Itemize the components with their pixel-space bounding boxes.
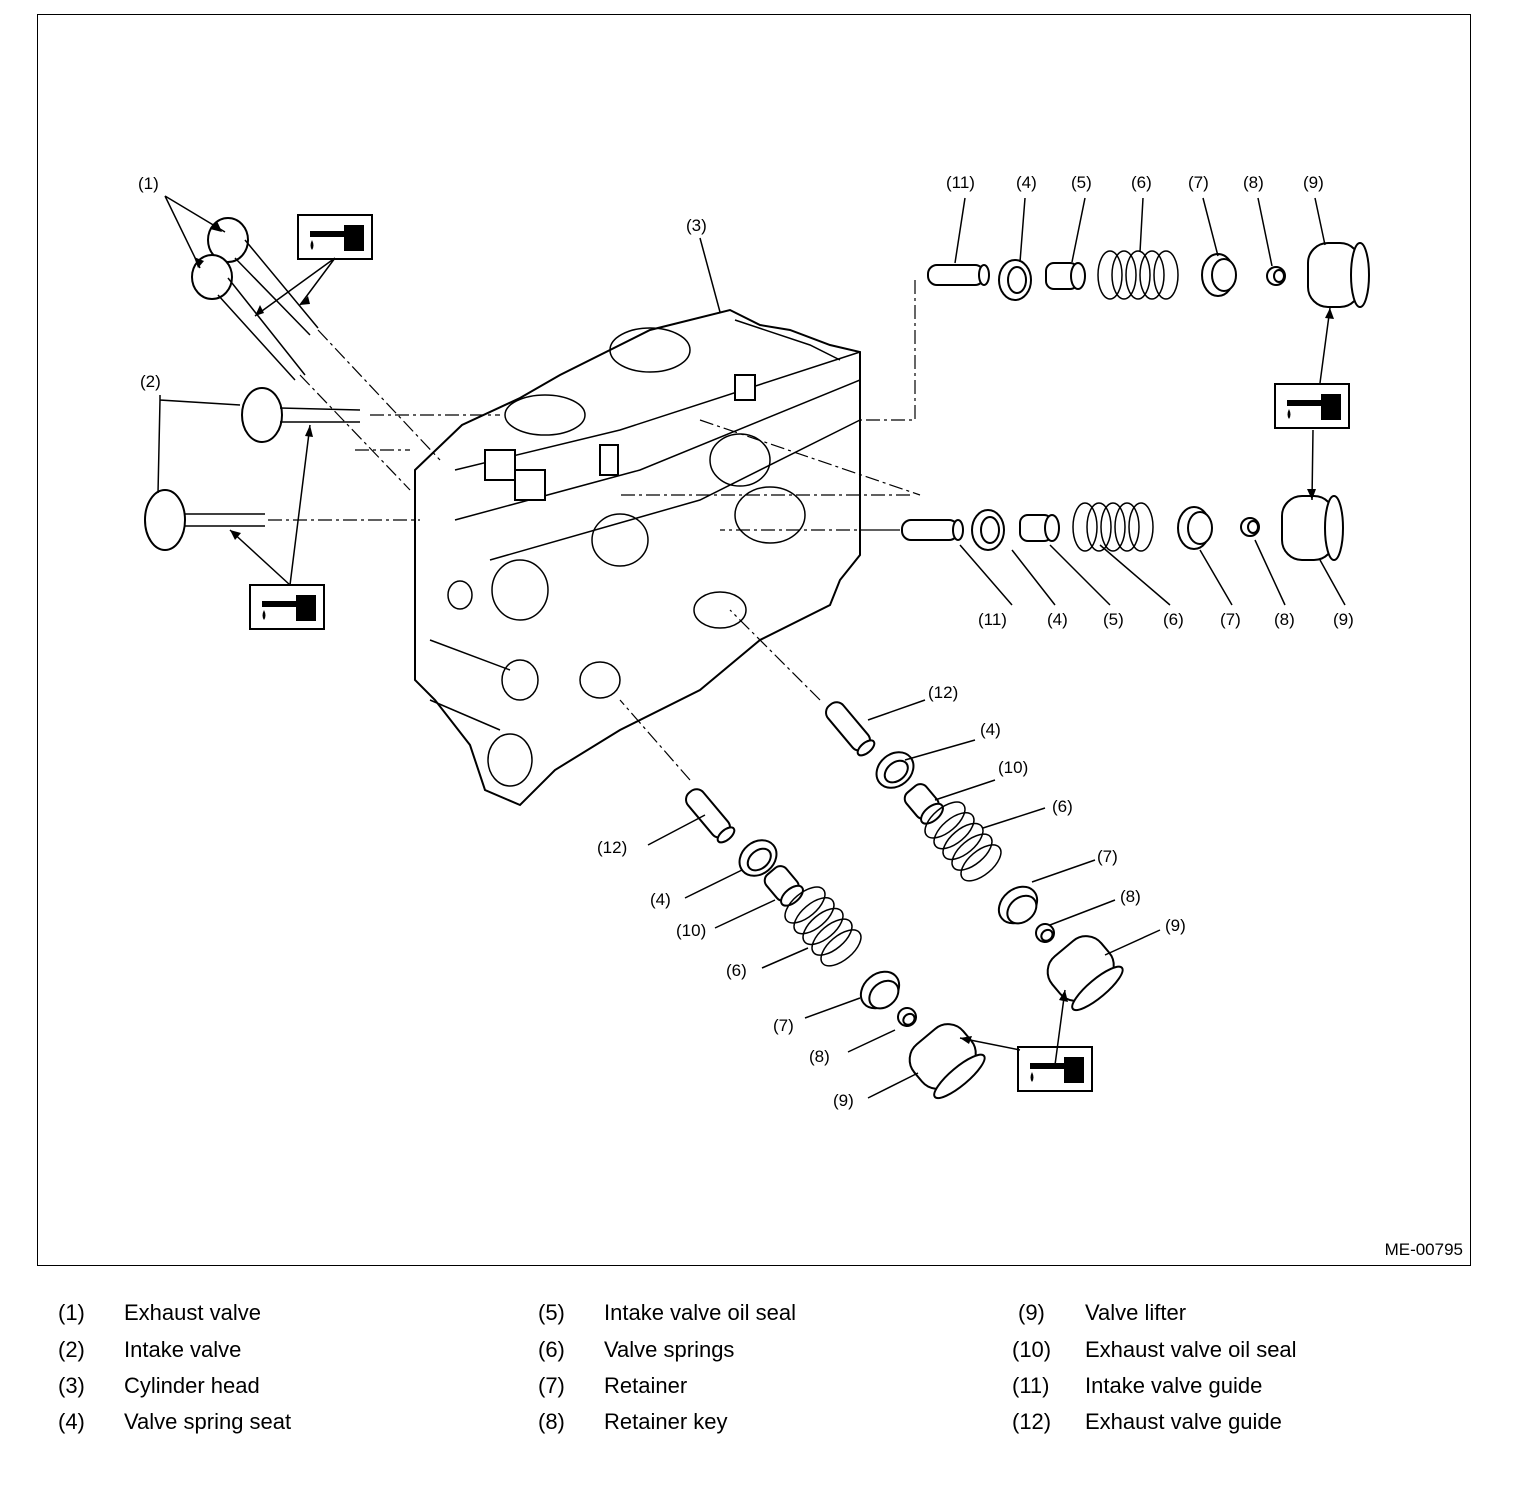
legend-label: Exhaust valve guide: [1085, 1409, 1282, 1434]
legend-label: Intake valve oil seal: [604, 1300, 796, 1325]
callout-label: (4): [1016, 173, 1037, 192]
legend-number: (3): [58, 1373, 85, 1398]
legend-number: (4): [58, 1409, 85, 1434]
callout-label: (12): [597, 838, 627, 857]
valve-spring-seat: [971, 509, 1005, 551]
callout-label: (9): [833, 1091, 854, 1110]
valve-lifter: [900, 1014, 991, 1105]
legend-number: (6): [538, 1337, 565, 1362]
legend-label: Valve springs: [604, 1337, 735, 1362]
callout-label: (8): [1274, 610, 1295, 629]
legend-number: (5): [538, 1300, 565, 1325]
legend-label: Exhaust valve: [124, 1300, 261, 1325]
callout-label: (11): [946, 173, 975, 192]
callout-label: (10): [998, 758, 1028, 777]
intake-valve: [144, 387, 361, 551]
legend-label: Valve spring seat: [124, 1409, 292, 1434]
legend-label: Retainer key: [604, 1409, 728, 1434]
valve-lifter: [1038, 926, 1129, 1017]
callout-label: (6): [1052, 797, 1073, 816]
legend-number: (1): [58, 1300, 85, 1325]
intake-valve-oil-seal: [1019, 514, 1060, 542]
valve-springs: [1097, 250, 1179, 300]
callout-label: (8): [1120, 887, 1141, 906]
callout-label: (7): [1188, 173, 1209, 192]
callout-label: (7): [773, 1016, 794, 1035]
legend-number: (10): [1012, 1337, 1052, 1362]
retainer-key: [893, 1003, 921, 1031]
callout-label: (6): [726, 961, 747, 980]
callout-label: (6): [1131, 173, 1152, 192]
diagram-frame: [37, 14, 1471, 1266]
legend-label: Intake valve: [124, 1337, 242, 1362]
callout-label: (9): [1303, 173, 1324, 192]
callout-label: (5): [1071, 173, 1092, 192]
retainer-key: [1240, 517, 1260, 537]
oil-can-icon: [1017, 1046, 1093, 1092]
callout-label: (7): [1097, 847, 1118, 866]
legend-number: (7): [538, 1373, 565, 1398]
legend-label: Valve lifter: [1085, 1300, 1187, 1325]
valve-lifter: [1307, 242, 1370, 308]
oil-can-icon: [249, 584, 325, 630]
intake-valve-guide: [927, 264, 990, 286]
retainer: [852, 963, 909, 1019]
callout-label: (9): [1333, 610, 1354, 629]
exhaust-valve-guide: [681, 784, 738, 847]
retainer: [1177, 506, 1213, 550]
exhaust-valve-oil-seal: [900, 779, 948, 829]
callout-label: (5): [1103, 610, 1124, 629]
intake-valve-guide: [901, 519, 964, 541]
callout-label: (3): [686, 216, 707, 235]
callout-label: (4): [1047, 610, 1068, 629]
callout-label: (7): [1220, 610, 1241, 629]
oil-can-icon: [297, 214, 373, 260]
callout-label: (8): [809, 1047, 830, 1066]
callout-label: (11): [978, 610, 1007, 629]
exhaust-valve-guide: [821, 697, 878, 760]
valve-spring-seat: [998, 259, 1032, 301]
retainer: [1201, 253, 1237, 297]
legend-number: (8): [538, 1409, 565, 1434]
callout-label: (6): [1163, 610, 1184, 629]
legend-number: (11): [1012, 1373, 1050, 1398]
legend-label: Exhaust valve oil seal: [1085, 1337, 1297, 1362]
legend-number: (12): [1012, 1409, 1052, 1434]
callout-label: (4): [650, 890, 671, 909]
valve-lifter: [1281, 495, 1344, 561]
retainer-key: [1266, 266, 1286, 286]
figure-code: ME-00795: [1384, 1240, 1463, 1259]
intake-valve-oil-seal: [1045, 262, 1086, 290]
callout-label: (4): [980, 720, 1001, 739]
oil-can-icon: [1274, 383, 1350, 429]
legend-label: Intake valve guide: [1085, 1373, 1263, 1398]
valve-springs: [1072, 502, 1154, 552]
parts-legend: (1) Exhaust valve (2) Intake valve (3) C…: [0, 1300, 1536, 1450]
retainer: [990, 878, 1047, 934]
callout-label: (10): [676, 921, 706, 940]
legend-number: (9): [1018, 1300, 1045, 1325]
cylinder-head: [414, 308, 861, 807]
legend-label: Cylinder head: [124, 1373, 260, 1398]
legend-number: (2): [58, 1337, 85, 1362]
callout-label: (2): [140, 372, 161, 391]
callout-label: (9): [1165, 916, 1186, 935]
callout-label: (8): [1243, 173, 1264, 192]
legend-label: Retainer: [604, 1373, 688, 1398]
callout-label: (1): [138, 174, 159, 193]
callout-label: (12): [928, 683, 958, 702]
